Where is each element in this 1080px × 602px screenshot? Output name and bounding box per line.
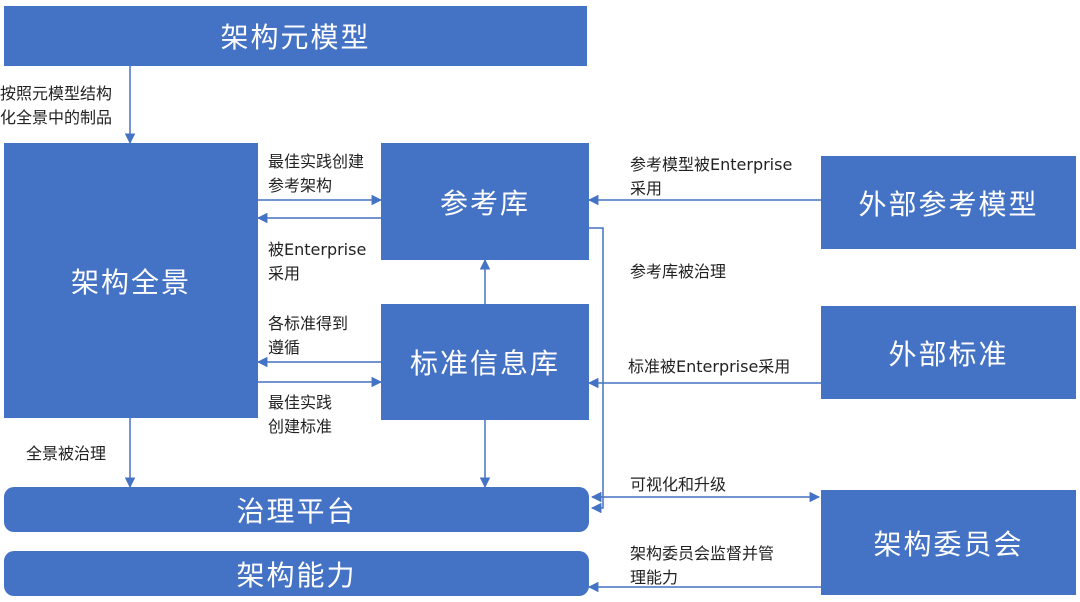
node-external-reference-models: 外部参考模型 <box>821 156 1076 249</box>
label-visualize-upgrade: 可视化和升级 <box>630 475 727 494</box>
label-best-practice-reference: 最佳实践创建 参考架构 <box>268 152 365 195</box>
label-reference-model-adopted: 参考模型被Enterprise 采用 <box>630 155 793 198</box>
label-standards-followed: 各标准得到 遵循 <box>268 314 349 357</box>
node-architecture-metamodel: 架构元模型 <box>4 6 587 66</box>
node-architecture-board: 架构委员会 <box>821 490 1076 595</box>
label-board-supervises: 架构委员会监督并管 理能力 <box>630 544 775 587</box>
node-external-standards: 外部标准 <box>821 306 1076 399</box>
label-adopted-by-enterprise: 被Enterprise 采用 <box>268 240 367 283</box>
label-best-practice-standards: 最佳实践 创建标准 <box>268 393 333 436</box>
label-reference-governed: 参考库被治理 <box>630 262 727 281</box>
label-landscape-governed: 全景被治理 <box>26 444 107 463</box>
node-governance-platform: 治理平台 <box>4 487 589 532</box>
edge-reference-governance-loop <box>589 227 604 514</box>
label-metamodel-to-landscape: 按照元模型结构 化全景中的制品 <box>0 84 113 127</box>
node-architecture-capability: 架构能力 <box>4 551 589 596</box>
label-standards-adopted: 标准被Enterprise采用 <box>628 357 791 376</box>
node-architecture-landscape: 架构全景 <box>4 143 258 418</box>
node-standards-information-base: 标准信息库 <box>381 304 589 420</box>
node-reference-library: 参考库 <box>381 143 589 260</box>
